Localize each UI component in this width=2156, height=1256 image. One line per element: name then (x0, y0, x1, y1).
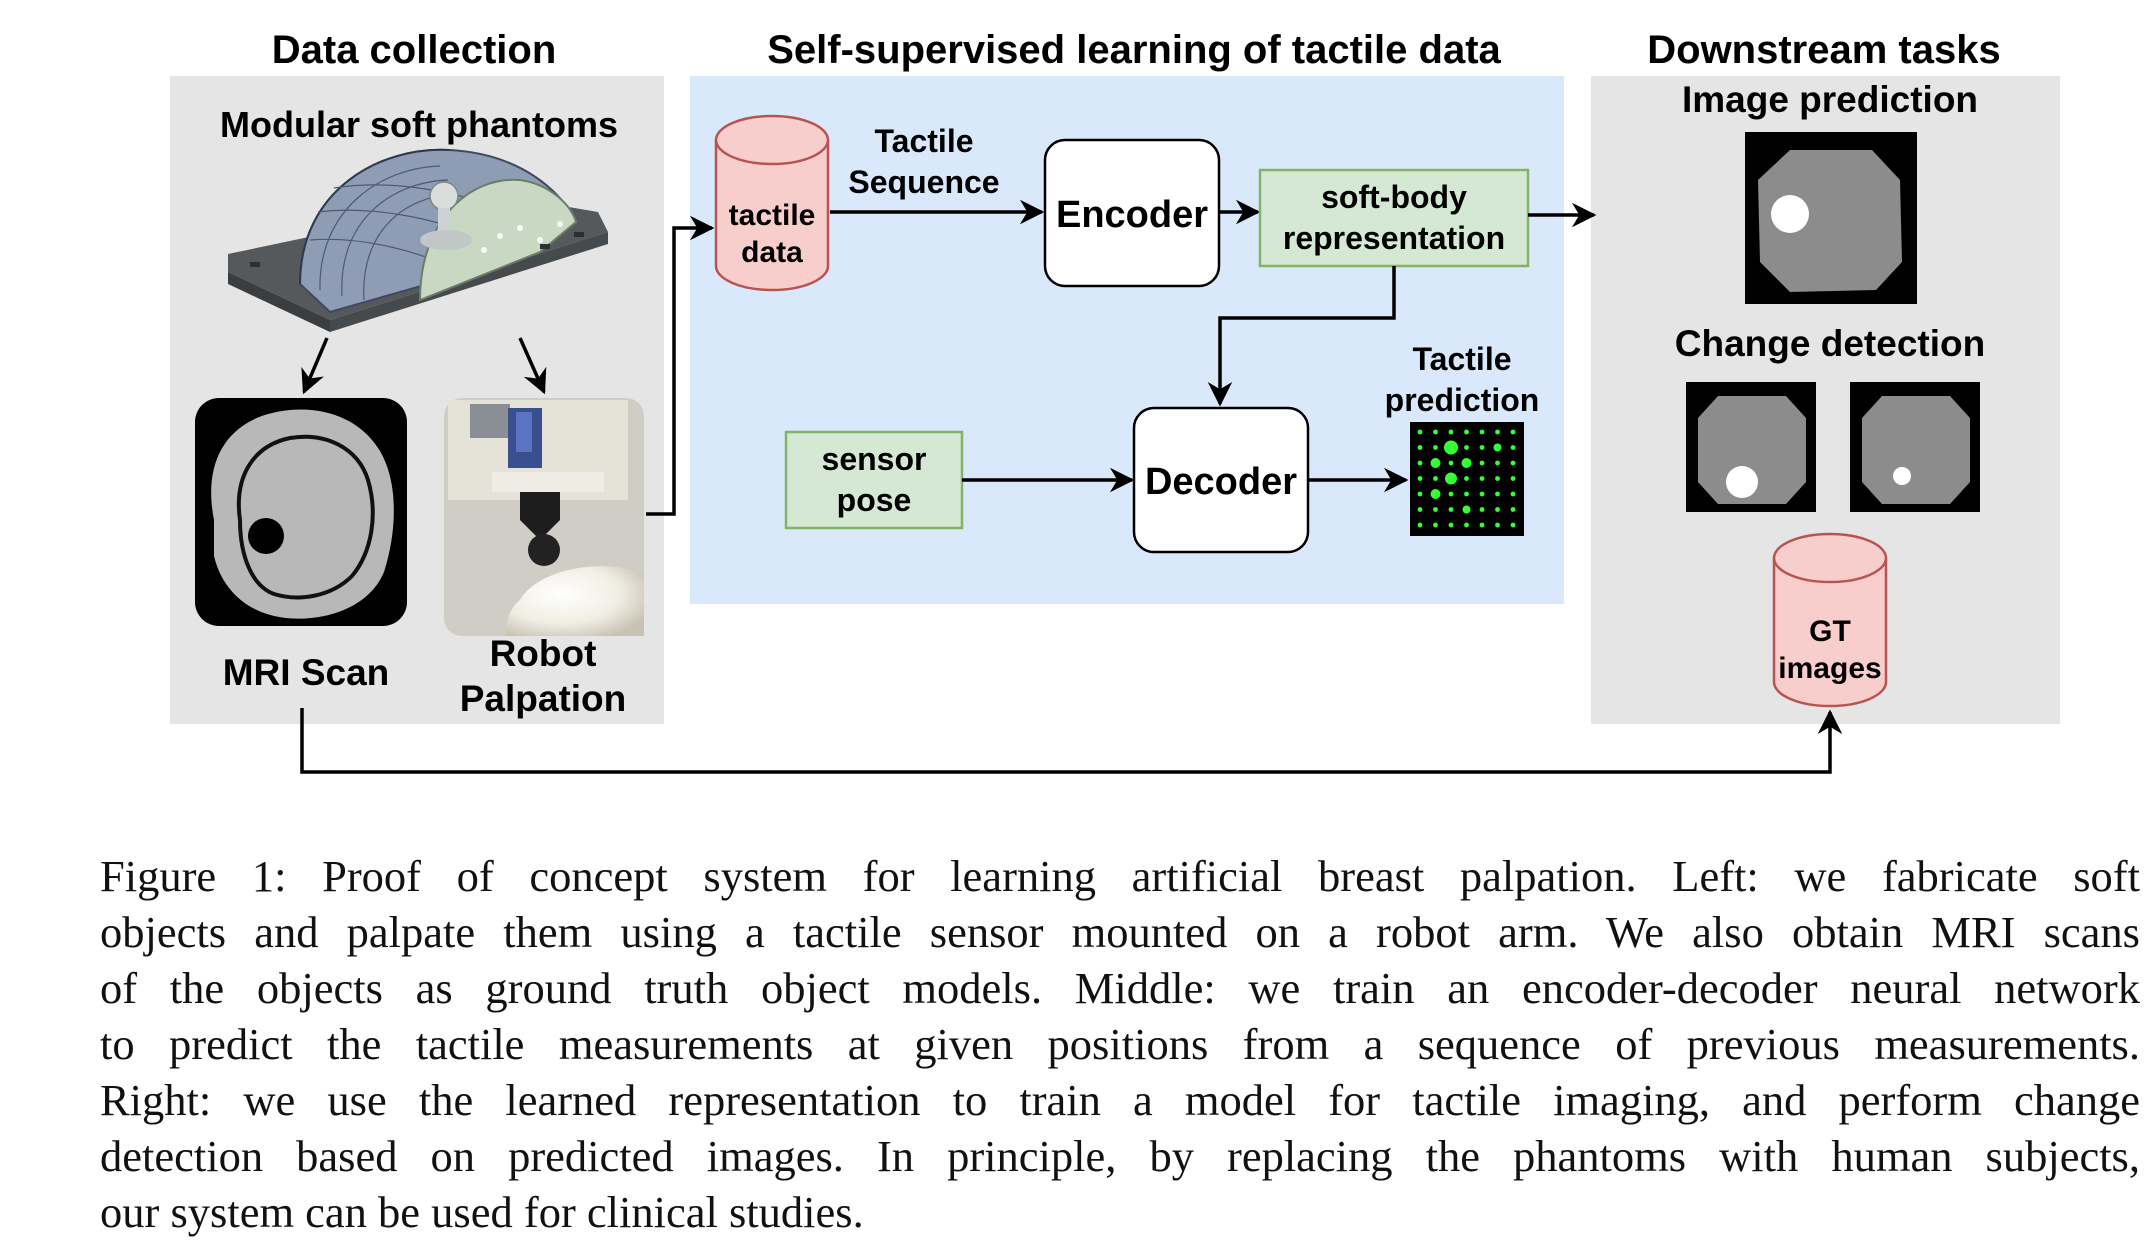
tactile-sequence-label-line1: Tactile (875, 123, 974, 159)
tactile-dot (1448, 491, 1454, 497)
tactile-dot (1448, 507, 1454, 512)
change-detection-label: Change detection (1675, 323, 1985, 364)
tactile-dot (1417, 522, 1423, 528)
change-detection-image-1 (1686, 382, 1816, 512)
tactile-dot (1417, 491, 1423, 497)
tactile-dot (1445, 472, 1457, 485)
tactile-dot (1493, 443, 1502, 452)
tactile-dot (1479, 429, 1485, 435)
change-detection-image-2 (1850, 382, 1980, 512)
tactile-dot (1417, 460, 1423, 466)
sensor-pose-label-line1: sensor (822, 441, 927, 477)
tactile-dot (1479, 476, 1485, 481)
figure-caption: Figure 1: Proof of concept system for le… (100, 848, 2140, 1240)
phantom-illustration (228, 148, 608, 332)
mri-scan-label: MRI Scan (223, 652, 390, 693)
tactile-dot (1433, 445, 1438, 450)
softbody-label-line2: representation (1283, 220, 1505, 256)
gt-label-line2: images (1778, 652, 1881, 685)
tactile-dot (1495, 476, 1500, 481)
tactile-dot (1433, 429, 1438, 435)
tactile-dot (1417, 429, 1423, 435)
sensor-pose-label-line2: pose (837, 482, 912, 518)
softbody-representation-box (1258, 168, 1530, 268)
tactile-dot (1479, 460, 1485, 466)
tactile-dot (1461, 458, 1472, 468)
tactile-dot (1495, 460, 1500, 466)
tactile-dot (1479, 445, 1485, 450)
tactile-dot (1479, 507, 1485, 512)
caption-line: Figure 1: Proof of concept system for le… (100, 851, 2140, 901)
decoder-label: Decoder (1145, 461, 1297, 503)
robot-label-line1: Robot (490, 633, 597, 674)
tactile-dot (1444, 440, 1458, 455)
caption-line: detection based on predicted images. In … (100, 1131, 2140, 1181)
tactile-dot (1479, 522, 1485, 528)
tactile-dot (1464, 522, 1469, 528)
tactile-dot (1510, 445, 1516, 450)
mri-scan-image (195, 398, 407, 626)
caption-line: Right: we use the learned representation… (100, 1075, 2140, 1125)
gt-label-line1: GT (1809, 615, 1851, 648)
phantoms-label: Modular soft phantoms (220, 104, 618, 145)
caption-line: to predict the tactile measurements at g… (100, 1019, 2140, 1069)
caption-line: objects and palpate them using a tactile… (100, 907, 2140, 957)
caption-line: of the objects as ground truth object mo… (100, 963, 2140, 1013)
tactile-dot (1495, 522, 1500, 528)
image-prediction-image (1745, 132, 1917, 304)
section-title-ssl: Self-supervised learning of tactile data (767, 28, 1501, 72)
tactile-data-label-line1: tactile (729, 199, 816, 232)
section-title-data-collection: Data collection (272, 28, 557, 72)
tactile-dot (1462, 505, 1471, 514)
section-title-downstream: Downstream tasks (1647, 28, 2000, 72)
tactile-dot (1417, 507, 1423, 512)
tactile-dot (1430, 458, 1441, 468)
tactile-dot (1417, 476, 1423, 481)
tactile-prediction-label-line1: Tactile (1413, 341, 1512, 377)
tactile-dot (1430, 489, 1441, 499)
tactile-dot (1433, 507, 1438, 512)
tactile-dot (1464, 491, 1469, 497)
tactile-dot (1433, 522, 1438, 528)
tactile-dot (1510, 476, 1516, 481)
tactile-data-cylinder (714, 114, 830, 292)
robot-palpation-image (444, 398, 644, 636)
tactile-prediction-dots (1417, 429, 1516, 528)
tactile-dot (1510, 491, 1516, 497)
tactile-dot (1464, 476, 1469, 481)
tactile-dot (1495, 507, 1500, 512)
tactile-prediction-label-line2: prediction (1385, 382, 1540, 418)
robot-label-line2: Palpation (460, 678, 627, 719)
tactile-dot (1433, 476, 1438, 481)
tactile-dot (1495, 429, 1500, 435)
tactile-dot (1510, 429, 1516, 435)
tactile-dot (1464, 429, 1469, 435)
tactile-dot (1495, 491, 1500, 497)
tactile-dot (1417, 445, 1423, 450)
tactile-data-label-line2: data (741, 236, 803, 269)
tactile-dot (1479, 491, 1485, 497)
image-prediction-label: Image prediction (1682, 79, 1978, 120)
tactile-dot (1464, 445, 1469, 450)
tactile-sequence-label-line2: Sequence (848, 164, 999, 200)
tactile-dot (1510, 507, 1516, 512)
gt-images-cylinder (1772, 532, 1888, 708)
tactile-dot (1448, 460, 1454, 466)
caption-line: our system can be used for clinical stud… (100, 1187, 864, 1237)
tactile-dot (1510, 460, 1516, 466)
softbody-label-line1: soft-body (1321, 179, 1467, 215)
tactile-dot (1510, 522, 1516, 528)
figure-diagram: Data collection Self-supervised learning… (170, 28, 2060, 774)
encoder-label: Encoder (1056, 194, 1208, 236)
tactile-dot (1448, 429, 1454, 435)
tactile-dot (1448, 522, 1454, 528)
